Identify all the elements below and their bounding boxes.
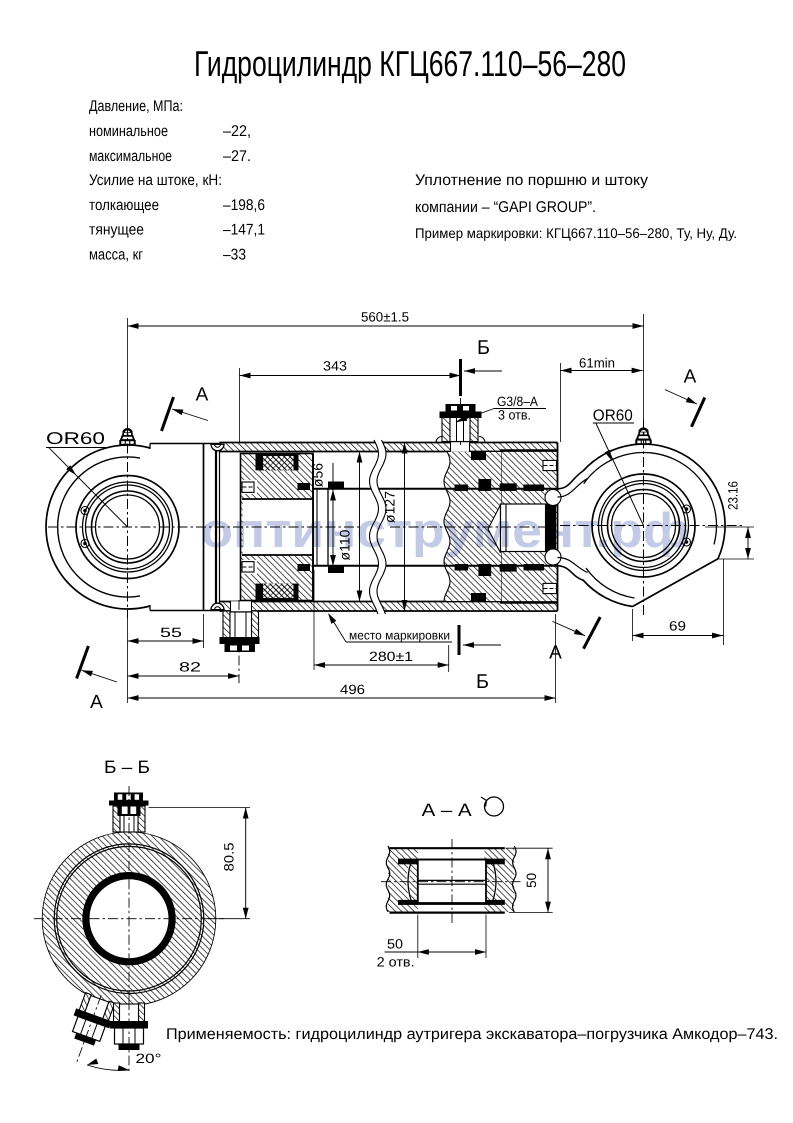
svg-text:А: А <box>549 643 562 664</box>
svg-text:2 отв.: 2 отв. <box>377 955 415 970</box>
svg-text:Усилие на штоке, кН:: Усилие на штоке, кН: <box>89 172 222 189</box>
svg-text:50: 50 <box>524 873 539 888</box>
svg-text:Б: Б <box>476 671 489 693</box>
svg-text:А: А <box>90 692 103 713</box>
svg-text:–33: –33 <box>223 247 246 264</box>
svg-text:компании – “GAPI GROUP”.: компании – “GAPI GROUP”. <box>415 199 596 216</box>
svg-text:Уплотнение по поршню и штоку: Уплотнение по поршню и штоку <box>415 172 648 189</box>
svg-text:3 отв.: 3 отв. <box>498 408 531 423</box>
svg-text:масса, кг: масса, кг <box>89 247 143 264</box>
svg-text:А: А <box>684 367 697 388</box>
svg-text:–147,1: –147,1 <box>223 222 265 239</box>
svg-text:82: 82 <box>179 660 201 675</box>
svg-text:280±1: 280±1 <box>369 649 413 664</box>
svg-text:69: 69 <box>669 619 686 634</box>
svg-text:OR60: OR60 <box>46 429 105 448</box>
svg-text:343: 343 <box>323 359 347 374</box>
svg-text:Гидроцилиндр КГЦ667.110–56–280: Гидроцилиндр КГЦ667.110–56–280 <box>194 43 626 84</box>
svg-text:ø56: ø56 <box>310 463 326 487</box>
svg-text:А: А <box>196 385 209 406</box>
svg-text:496: 496 <box>340 682 365 697</box>
svg-text:тянущее: тянущее <box>89 222 144 239</box>
svg-text:–22,: –22, <box>223 123 251 140</box>
svg-text:ø110: ø110 <box>337 529 353 560</box>
svg-text:55: 55 <box>160 625 182 640</box>
svg-text:OR60: OR60 <box>593 408 633 425</box>
svg-text:Применяемость: гидроцилиндр ау: Применяемость: гидроцилиндр аутригера эк… <box>166 1026 778 1043</box>
svg-text:Пример маркировки: КГЦ667.110–: Пример маркировки: КГЦ667.110–56–280, Ту… <box>415 225 737 241</box>
svg-text:ø127: ø127 <box>382 491 398 523</box>
svg-text:23.16: 23.16 <box>726 481 741 510</box>
svg-text:оптинструмент.рф: оптинструмент.рф <box>201 504 690 558</box>
svg-text:номинальное: номинальное <box>89 123 168 140</box>
svg-text:толкающее: толкающее <box>89 197 159 214</box>
svg-text:Давление, МПа:: Давление, МПа: <box>89 98 183 115</box>
svg-text:80.5: 80.5 <box>222 843 237 872</box>
svg-text:–198,6: –198,6 <box>223 197 265 214</box>
svg-text:61min: 61min <box>579 356 615 371</box>
svg-text:А – А: А – А <box>422 800 472 820</box>
svg-text:Б: Б <box>477 337 490 359</box>
svg-text:G3/8–A: G3/8–A <box>497 394 538 409</box>
svg-text:50: 50 <box>387 937 403 952</box>
svg-text:–27.: –27. <box>223 148 251 165</box>
svg-text:Б – Б: Б – Б <box>104 757 150 777</box>
svg-text:максимальное: максимальное <box>89 148 172 165</box>
svg-text:560±1.5: 560±1.5 <box>361 310 409 325</box>
svg-text:20°: 20° <box>136 1051 162 1066</box>
svg-text:место маркировки: место маркировки <box>349 629 450 643</box>
